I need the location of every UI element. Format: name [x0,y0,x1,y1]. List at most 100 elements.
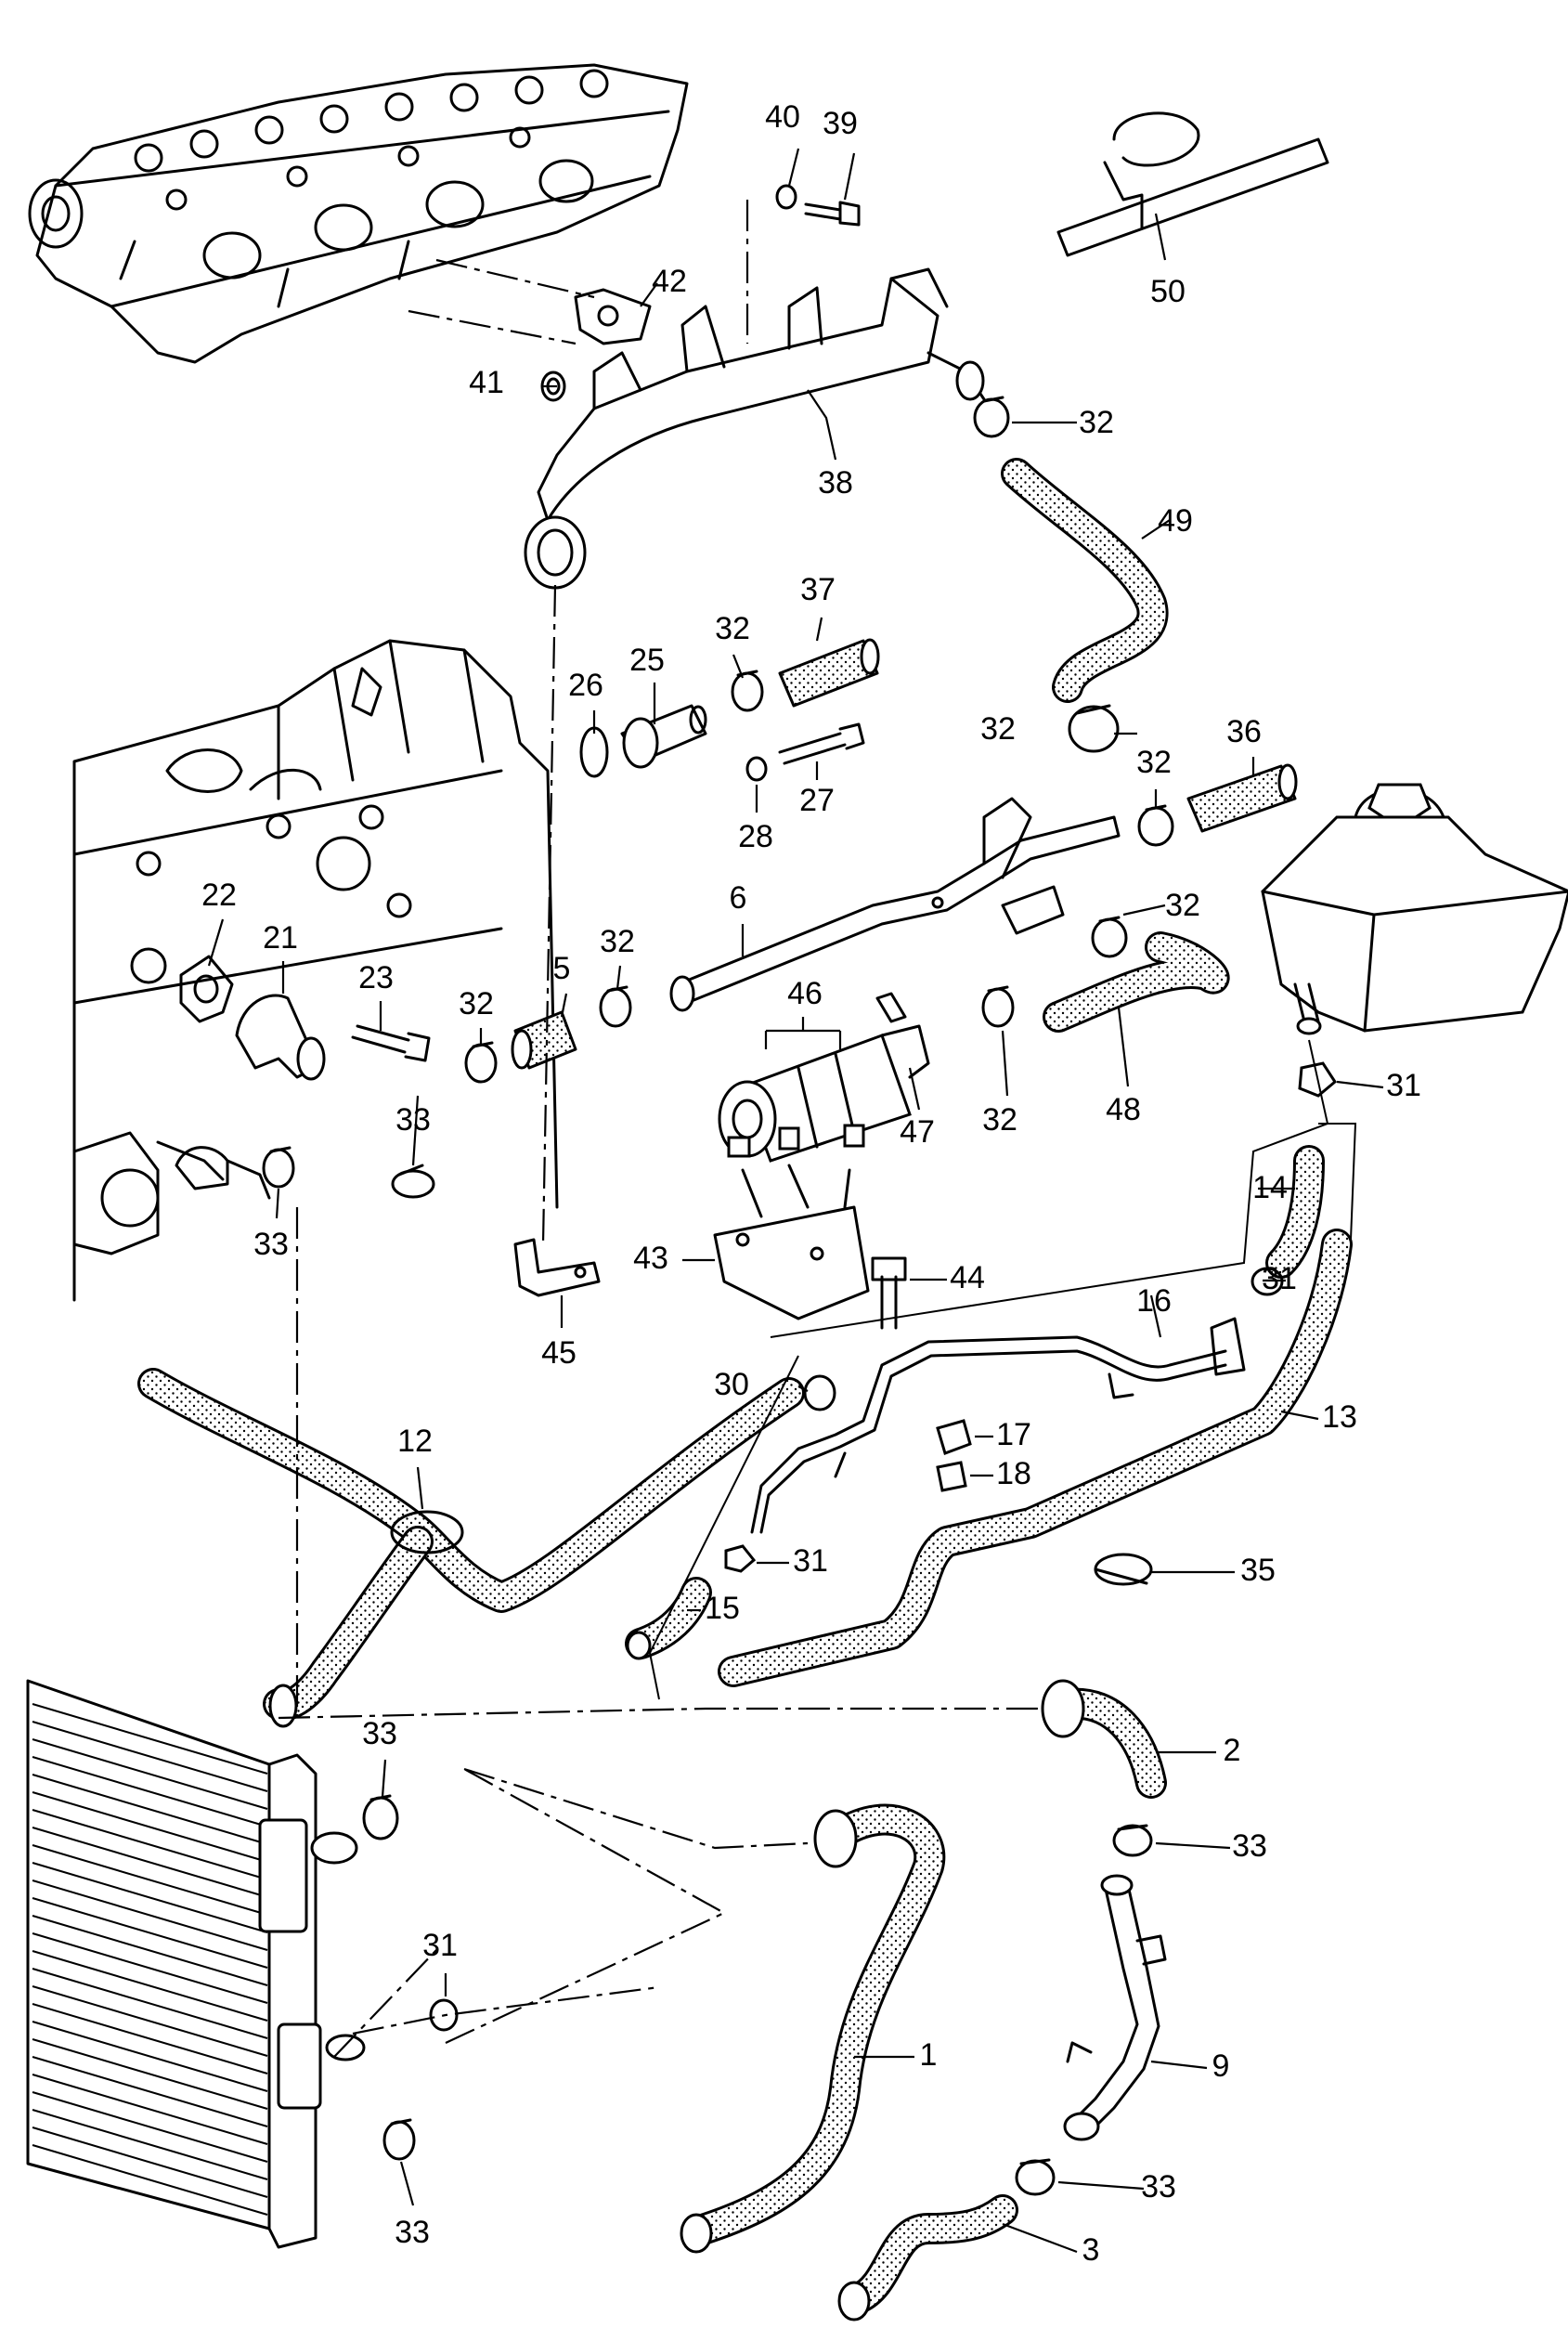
callout-label-18: 18 [996,1456,1031,1491]
gasket-22 [179,955,234,1023]
callout-label-42: 42 [652,264,687,299]
radiator-fin [32,1897,268,1969]
hose-13 [718,1229,1353,1687]
leader-lines [207,148,1384,2254]
callout-label-50: 50 [1150,274,1186,309]
callout-label-44: 44 [950,1260,985,1295]
callout-label-33f: 33 [395,2215,430,2250]
clamp-33-d [1112,1824,1153,1857]
radiator-fin [32,1756,268,1827]
callout-label-25: 25 [629,643,665,678]
callout-label-31d: 31 [422,1928,458,1963]
hose-1 [680,1803,946,2254]
radiator-fin [32,2038,268,2110]
clamp-35 [1094,1553,1153,1586]
thermostat-housing-21 [235,994,326,1081]
callout-label-2: 2 [1224,1733,1241,1768]
callout-label-36: 36 [1226,714,1262,749]
callout-label-37: 37 [800,572,836,607]
clamp-32-c [1068,704,1120,753]
radiator-fin [32,2144,268,2216]
callout-label-32h: 32 [982,1102,1017,1138]
callout-label-31b: 31 [1262,1261,1297,1296]
bracket-45 [513,1238,601,1297]
clamp-32-h [981,985,1015,1028]
hose-5 [511,1010,577,1070]
clamp-33-b [391,1164,435,1199]
callout-label-30: 30 [714,1367,749,1402]
callout-label-3: 3 [1082,2232,1100,2268]
hose-12 [137,1368,805,1728]
callout-label-33b: 33 [253,1227,289,1262]
radiator-fin [32,1844,268,1916]
hose-2 [1041,1679,1167,1799]
clip-50 [1056,111,1329,257]
radiator [26,1679,366,2249]
callout-label-15: 15 [705,1591,740,1626]
callout-label-28: 28 [738,819,773,854]
clamps [262,396,1337,2196]
callout-label-14: 14 [1252,1170,1288,1205]
coolant-pipe-9 [1063,1874,1167,2141]
radiator-fin [32,2056,268,2127]
radiator-fin [32,1827,268,1898]
clamp-31-c [724,1544,757,1573]
clamp-31-d [429,1998,459,2032]
callout-label-12: 12 [397,1424,433,1459]
radiator-fin [32,2126,268,2198]
callout-label-1: 1 [920,2037,938,2073]
callout-label-32c: 32 [980,711,1016,747]
callout-label-43: 43 [633,1241,668,1276]
callout-label-38: 38 [818,465,853,501]
hose-37 [778,638,880,708]
radiator-fin [32,1968,268,2039]
callout-label-33d: 33 [1232,1828,1267,1864]
radiator-fin [32,1738,268,1810]
clamp-32-a [973,396,1010,438]
radiator-fin [32,2091,268,2163]
radiator-fin [32,1950,268,2022]
radiator-fin [32,1721,268,1792]
coolant-pipe-33-upper [175,1146,271,1200]
radiator-fin [32,1915,268,1986]
clamp-33-f [382,2118,416,2161]
callout-label-17: 17 [996,1417,1031,1452]
expansion-tank [1261,783,1568,1035]
radiator-fin [32,1932,268,2004]
hose-15 [625,1577,712,1660]
callout-label-40: 40 [765,99,800,135]
clamp-33-c [362,1794,399,1840]
flange-25 [620,704,707,769]
clamp-32-d [1137,804,1174,847]
radiator-fin [32,2021,268,2092]
callout-label-23: 23 [358,960,394,995]
radiator-fin [32,1774,268,1845]
cylinder-head-ports [28,69,609,308]
callout-label-45: 45 [541,1335,577,1371]
callout-label-33e: 33 [1141,2169,1176,2204]
coolant-pipe-38 [524,267,986,590]
callout-label-35: 35 [1240,1553,1276,1588]
callout-label-16: 16 [1136,1283,1172,1319]
plug-18 [936,1461,967,1492]
washer-40 [775,184,797,210]
callout-label-33c: 33 [362,1716,397,1751]
clamp-32-e [1091,916,1128,958]
engine-block-bosses [72,667,412,1255]
hose-36 [1186,763,1298,833]
callout-label-22: 22 [201,878,237,913]
callout-label-26: 26 [568,668,603,703]
radiator-fin [32,2074,268,2145]
clamp-32-g [464,1041,498,1084]
callout-label-33: 33 [395,1102,431,1138]
coolant-pipe-6 [669,797,1121,1012]
radiator-fin [32,2109,268,2180]
callout-label-46: 46 [787,976,823,1011]
clamp-30 [803,1374,836,1411]
callout-label-27: 27 [799,783,835,818]
radiator-fin [32,1791,268,1863]
clamp-33-a [262,1146,295,1189]
gasket-42 [574,288,652,345]
callout-label-9: 9 [1212,2048,1230,2084]
